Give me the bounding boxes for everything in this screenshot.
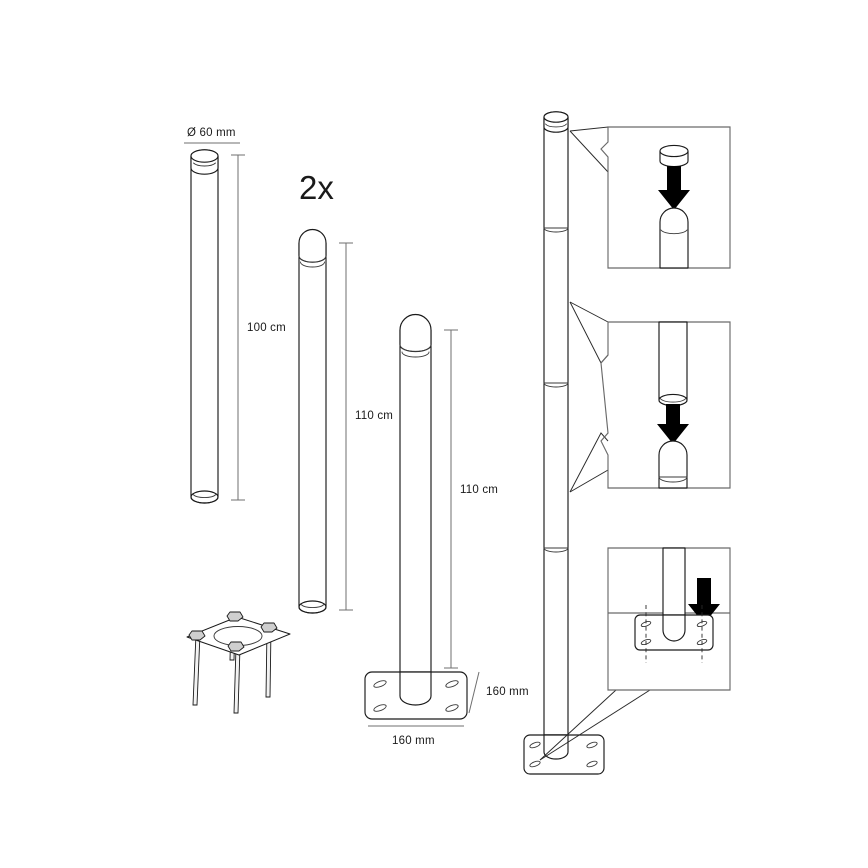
detail-joint-arrow — [657, 404, 689, 444]
assembled-pole — [523, 111, 605, 775]
detail-base-plate — [634, 614, 714, 651]
detail-cap-piece — [659, 144, 689, 168]
plate-depth-label: 160 mm — [486, 686, 529, 698]
pole-top-body — [190, 149, 219, 504]
part-anchor-cage — [186, 611, 291, 714]
pole-middle-body — [298, 228, 327, 614]
part-pole-top: Ø 60 mm 100 cm — [184, 127, 286, 504]
detail-cap-arrow — [658, 166, 690, 210]
plate-width-label: 160 mm — [392, 735, 435, 747]
plate-width-dimension: 160 mm — [368, 725, 464, 747]
length-label-middle: 110 cm — [355, 410, 393, 422]
plate-depth-dimension: 160 mm — [468, 671, 529, 714]
part-pole-base: 110 cm 160 mm 160 mm — [364, 314, 529, 747]
detail-joint-upper — [658, 321, 688, 407]
length-label-top: 100 cm — [247, 322, 286, 334]
quantity-label-middle: 2x — [299, 169, 334, 206]
anchor-nuts — [188, 611, 278, 652]
diameter-dimension: Ø 60 mm — [184, 127, 240, 144]
detail-joint-callout — [569, 301, 731, 493]
detail-base-anchor-centerlines — [645, 605, 703, 663]
base-plate-slots — [373, 680, 459, 712]
detail-joint-lower — [658, 440, 688, 489]
assembled-base-plate — [523, 734, 605, 775]
length-dimension-middle: 110 cm — [339, 242, 393, 611]
detail-base-callout — [539, 547, 731, 761]
length-dimension-base: 110 cm — [444, 329, 498, 669]
part-pole-middle: 2x 110 cm — [298, 169, 393, 614]
pole-base-body — [399, 314, 432, 691]
diameter-label: Ø 60 mm — [187, 127, 236, 139]
assembly-joints — [543, 227, 569, 553]
detail-cap-callout — [569, 126, 731, 269]
base-plate — [364, 671, 468, 720]
detail-base-arrow — [688, 578, 720, 624]
length-dimension-top: 100 cm — [231, 154, 286, 501]
length-label-base: 110 cm — [460, 484, 498, 496]
